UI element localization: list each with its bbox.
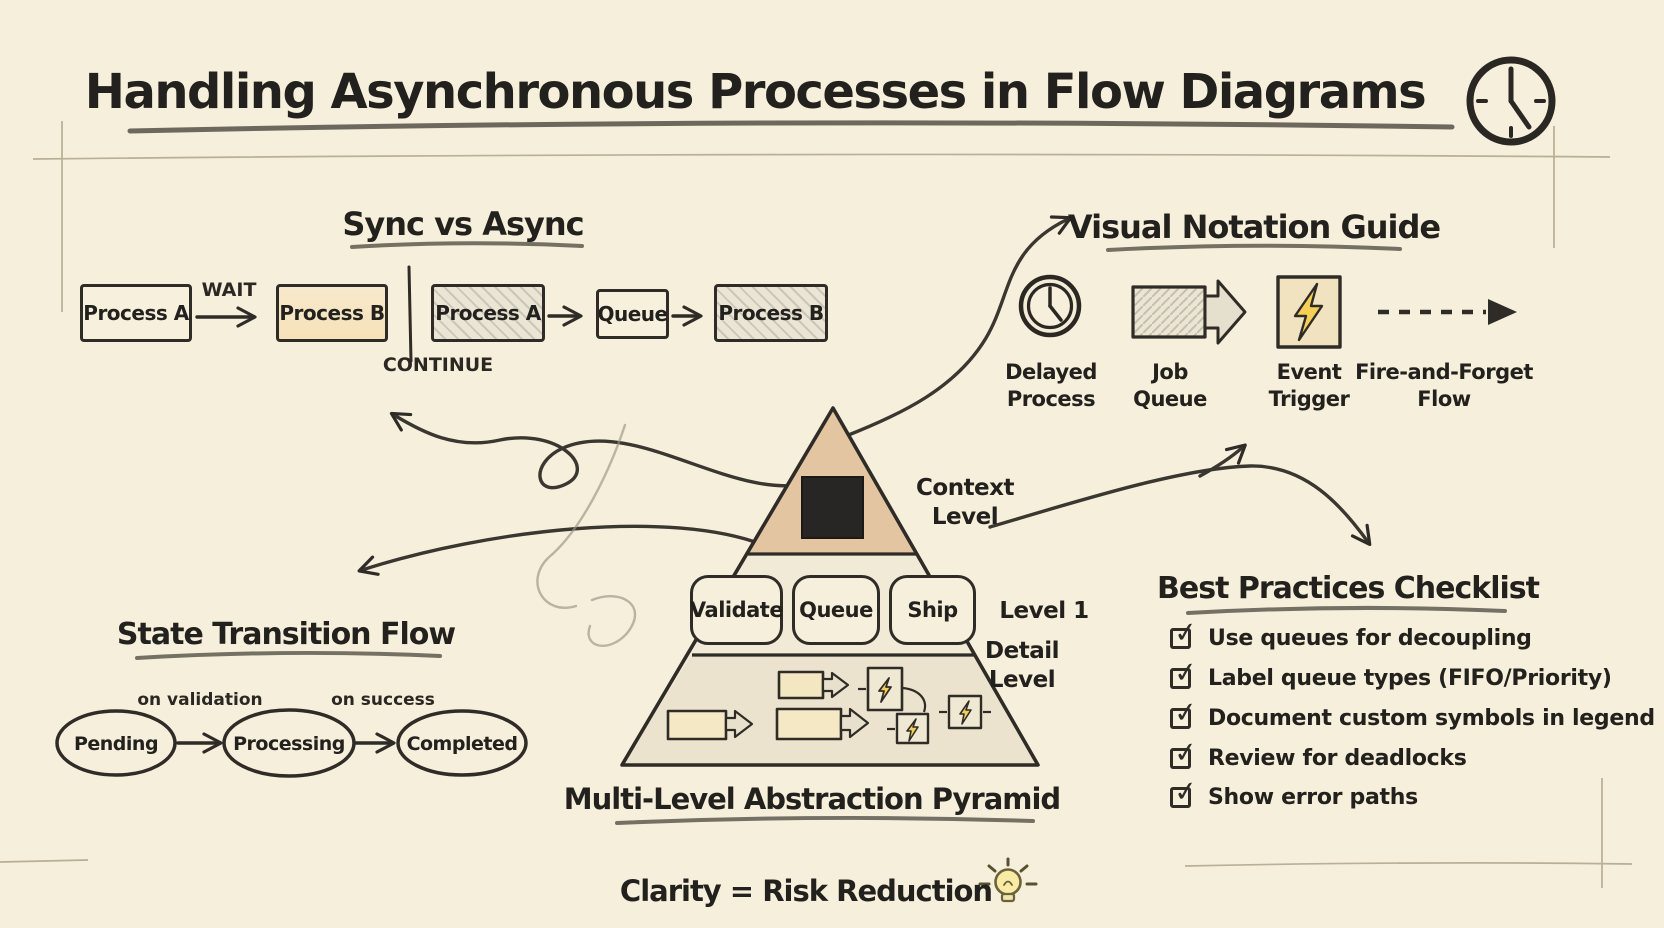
checkbox-icon: ✓ [1170, 774, 1199, 809]
arrow-branch-up [1198, 443, 1247, 478]
arrow-to-sync [389, 411, 816, 490]
checkbox-icon: ✓ [1170, 695, 1199, 730]
pyramid-ship-box: Ship [889, 575, 976, 645]
underlines [127, 120, 1507, 825]
fire-and-forget-arrow-icon [1378, 299, 1517, 325]
detail-level-icons [666, 666, 991, 745]
on-validation-label: on validation [137, 690, 263, 710]
arrow-to-state [357, 524, 768, 576]
sync-process-a-label: Process A [83, 301, 189, 325]
checklist-item: Label queue types (FIFO/Priority) [1208, 666, 1612, 691]
arrow-to-notation [844, 215, 1073, 438]
clock-icon [1466, 56, 1556, 146]
continue-label: CONTINUE [382, 354, 494, 376]
arrow-to-checklist [988, 464, 1372, 547]
async-process-a-label: Process A [435, 301, 541, 325]
delayed-process-label: Delayed Process [1005, 360, 1097, 411]
checklist-item: Use queues for decoupling [1208, 626, 1532, 651]
async-process-b-label: Process B [718, 301, 824, 325]
sync-process-b-box: Process B [276, 284, 388, 342]
frame-lines [0, 121, 1633, 888]
checkbox-icon: ✓ [1170, 735, 1199, 770]
lightbulb-icon [978, 857, 1038, 903]
fire-and-forget-label: Fire-and-Forget Flow [1355, 360, 1533, 411]
state-processing: Processing [233, 733, 345, 755]
pyramid-queue-box: Queue [792, 575, 880, 645]
context-level-label: Context Level [916, 475, 1014, 530]
checklist-item: Document custom symbols in legend [1208, 706, 1655, 731]
tagline: Clarity = Risk Reduction [619, 874, 993, 908]
detail-level-label: Detail Level [985, 638, 1059, 693]
sync-process-a-box: Process A [80, 284, 192, 342]
sync-async-divider [407, 265, 413, 363]
on-success-label: on success [331, 690, 435, 710]
event-trigger-label: Event Trigger [1268, 360, 1350, 411]
delayed-process-clock-icon [1018, 274, 1082, 338]
state-completed: Completed [406, 733, 518, 755]
async-process-b-box: Process B [714, 284, 828, 342]
pyramid-caption: Multi-Level Abstraction Pyramid [563, 782, 1061, 816]
level1-label: Level 1 [999, 598, 1089, 624]
pyramid-validate-box: Validate [690, 575, 784, 645]
event-trigger-icon [1276, 275, 1342, 349]
page-title: Handling Asynchronous Processes in Flow … [84, 64, 1427, 120]
state-ellipses [55, 708, 528, 778]
job-queue-label: Job Queue [1133, 360, 1207, 411]
job-queue-icon [1131, 279, 1247, 345]
checklist-item: Review for deadlocks [1208, 746, 1467, 771]
state-pending: Pending [73, 733, 159, 755]
sync-vs-async-heading: Sync vs Async [342, 205, 584, 243]
state-transition-heading: State Transition Flow [116, 617, 456, 652]
checklist-item: Show error paths [1208, 785, 1418, 810]
async-queue-label: Queue [597, 302, 668, 326]
checkbox-icon: ✓ [1170, 655, 1199, 690]
async-queue-box: Queue [596, 289, 669, 339]
best-practices-heading: Best Practices Checklist [1157, 571, 1540, 606]
sync-async-arrows [195, 265, 703, 363]
wait-label: WAIT [201, 279, 257, 301]
async-process-a-box: Process A [431, 284, 545, 342]
visual-notation-guide-heading: Visual Notation Guide [1067, 208, 1441, 246]
context-black-square [801, 476, 864, 539]
checkbox-icon: ✓ [1170, 615, 1199, 650]
sync-process-b-label: Process B [279, 301, 385, 325]
